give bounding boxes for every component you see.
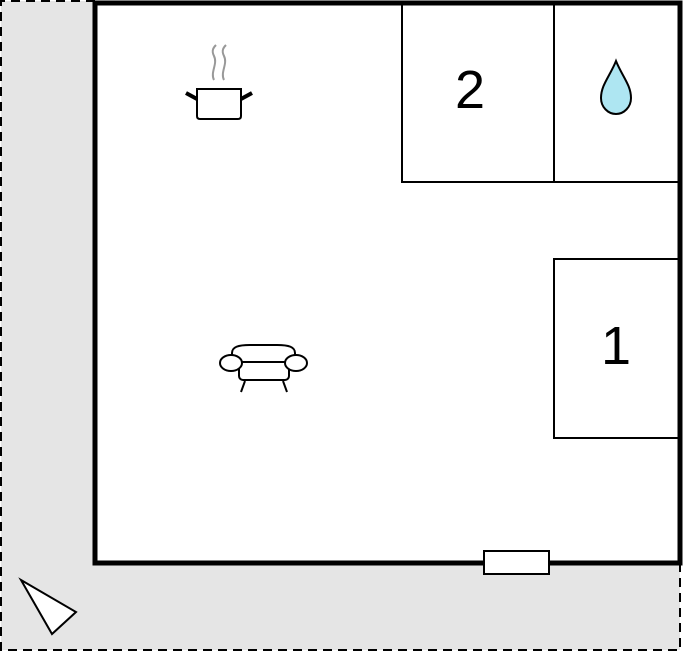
cooking-pot-icon (185, 44, 253, 120)
sofa-icon (219, 344, 308, 393)
bedroom-2-label: 2 (455, 60, 485, 120)
water-drop-icon (599, 58, 633, 116)
bedroom-2 (401, 2, 555, 183)
bedroom-1-label: 1 (601, 316, 631, 376)
compass-arrow-icon (18, 577, 78, 636)
door-icon (483, 550, 550, 575)
